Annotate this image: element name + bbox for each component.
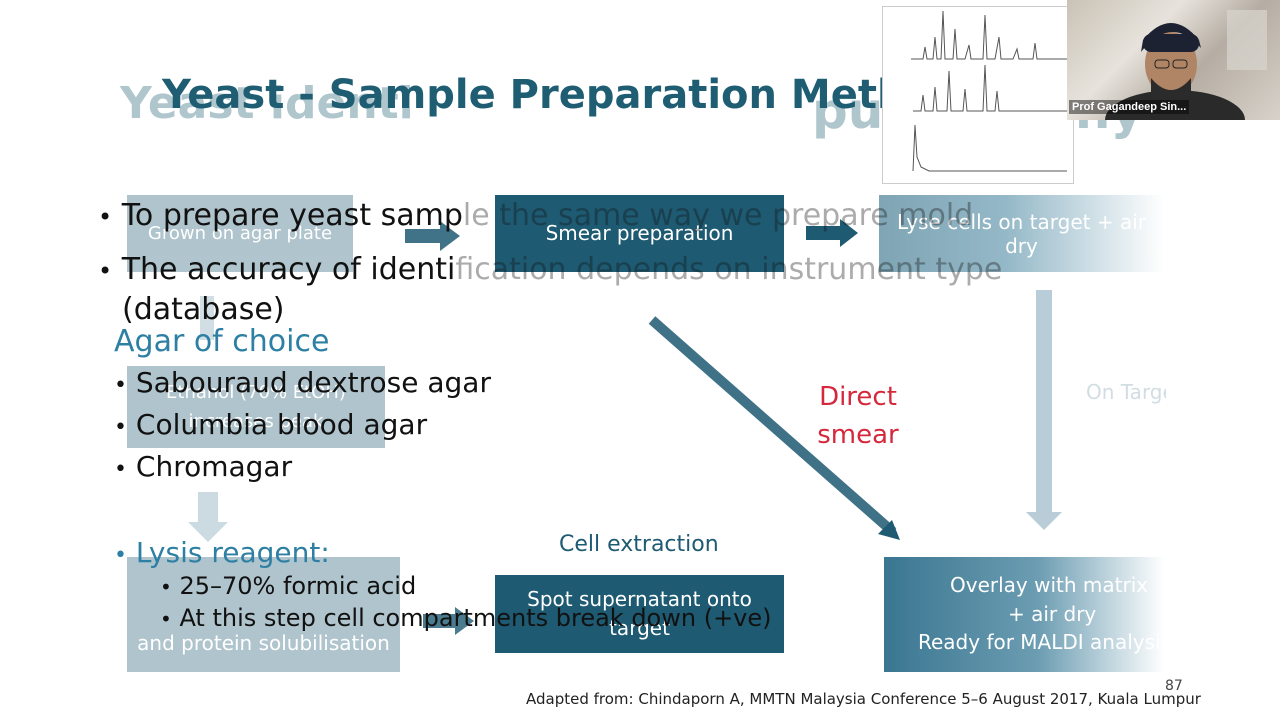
- footer-citation: Adapted from: Chindaporn A, MMTN Malaysi…: [526, 690, 1201, 708]
- bullet-dot: •: [160, 575, 172, 599]
- bullet-dot: •: [114, 373, 127, 398]
- bullet-2-faded: fication depends on instrument type: [455, 252, 1003, 287]
- spot-box: Spot supernatant onto target: [495, 575, 784, 653]
- bullet-dot: •: [114, 415, 127, 440]
- bullet-dot: •: [98, 203, 113, 231]
- arrow-diagonal: [648, 316, 897, 536]
- agar-item-3: • Chromagar: [114, 450, 292, 483]
- arrow-right-1: [405, 221, 460, 251]
- bullet-dot: •: [114, 457, 127, 482]
- agar-item-2-text: Columbia blood agar: [135, 408, 428, 441]
- bullet-1: • To prepare yeast sample the same way w…: [98, 198, 973, 233]
- arrow-down-left-2: [198, 492, 218, 522]
- direct-smear-label: Direct smear: [817, 382, 899, 450]
- lysis-heading: • Lysis reagent:: [114, 536, 330, 569]
- arrow-right-2: [806, 219, 858, 247]
- ghost-title-left: Yeast identi: [120, 78, 414, 129]
- lysis-heading-text: Lysis reagent:: [135, 536, 330, 569]
- bullet-1-text: To prepare yeast samp: [121, 198, 463, 233]
- lysis-item-1-text: 25–70% formic acid: [179, 572, 417, 600]
- agar-item-1-text: Sabouraud dextrose agar: [135, 366, 491, 399]
- arrow-down-right: [1036, 290, 1052, 512]
- page-number: 87: [1165, 678, 1183, 694]
- bullet-1-faded: le the same way we prepare mold: [462, 198, 974, 233]
- spectrum-plot: [911, 10, 1067, 172]
- bullet-dot: •: [98, 257, 113, 285]
- bullet-dot: •: [160, 607, 172, 631]
- overlay-line-3: Ready for MALDI analysis: [918, 630, 1172, 654]
- agar-item-2: • Columbia blood agar: [114, 408, 427, 441]
- overlay-line-2: + air dry: [1008, 602, 1097, 626]
- grown-box: Grown on agar plate: [127, 195, 353, 272]
- bullet-2-cont: (database): [122, 292, 285, 327]
- slide-title: Yeast - Sample Preparation Method: [162, 72, 962, 118]
- lysis-item-2-text: At this step cell compartments break dow…: [179, 604, 772, 632]
- bullet-dot: •: [114, 543, 127, 568]
- webcam-tile[interactable]: Prof Gagandeep Sin...: [1067, 0, 1280, 150]
- overlay-box: Overlay with matrix + air dry Ready for …: [884, 557, 1171, 672]
- agar-item-1: • Sabouraud dextrose agar: [114, 366, 491, 399]
- lysis-item-1: • 25–70% formic acid: [160, 572, 416, 600]
- agar-heading: Agar of choice: [114, 324, 330, 359]
- arrow-right-3: [423, 607, 474, 635]
- lyse-box: Lyse cells on target + air dry: [879, 195, 1164, 272]
- bullet-2: • The accuracy of identification depends…: [98, 252, 1002, 287]
- lysis-item-2: • At this step cell compartments break d…: [160, 604, 772, 632]
- arrow-down-left-1: [200, 296, 214, 340]
- bullet-2-text: The accuracy of identi: [121, 252, 456, 287]
- webcam-name-label: Prof Gagandeep Sin...: [1069, 100, 1190, 114]
- smear-box: Smear preparation: [495, 195, 784, 272]
- on-target-label: On Target Lysis: [1086, 380, 1166, 404]
- cell-extraction-label: Cell extraction: [559, 532, 719, 557]
- agar-item-3-text: Chromagar: [135, 450, 293, 483]
- ethanol-box: Ethanol (70% EtOH) increases peak: [127, 366, 385, 448]
- lysis-left-box: and protein solubilisation: [127, 557, 400, 672]
- overlay-line-1: Overlay with matrix: [950, 573, 1149, 597]
